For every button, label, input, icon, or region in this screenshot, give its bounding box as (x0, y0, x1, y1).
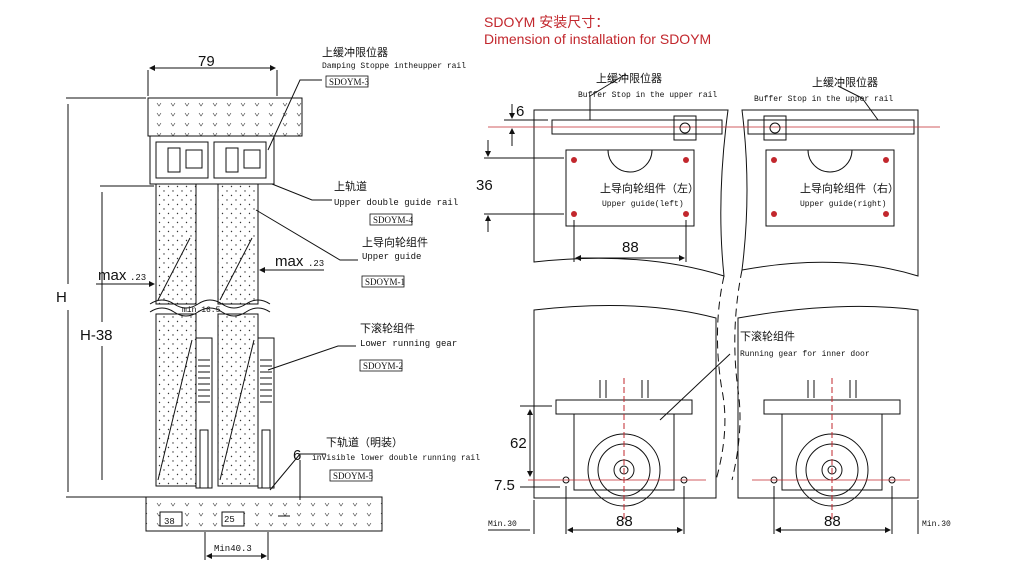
dim-38: 38 (164, 517, 175, 527)
svg-text:上轨道: 上轨道 (334, 179, 367, 193)
left-section-drawing (66, 65, 383, 560)
buffer-left-cn: 上缓冲限位器 (596, 71, 662, 85)
running-gear-cn: 下滚轮组件 (740, 329, 795, 343)
guide-right-cn: 上导向轮组件（右） (800, 181, 899, 195)
svg-text:下滚轮组件: 下滚轮组件 (360, 321, 415, 335)
dim-88-bottom-right: 88 (824, 513, 841, 530)
dim-max-left-val: .23 (130, 273, 146, 283)
running-gear-en: Running gear for inner door (740, 350, 870, 359)
dim-min-40-3: Min40.3 (214, 544, 252, 554)
dim-6-left: 6 (293, 447, 301, 464)
guide-left-cn: 上导向轮组件（左） (600, 181, 699, 195)
svg-text:SDOYM-4: SDOYM-4 (373, 215, 414, 225)
label-upper-rail: 上轨道 Upper double guide rail SDOYM-4 (334, 179, 458, 226)
dim-36: 36 (476, 177, 493, 194)
svg-text:SDOYM-3: SDOYM-3 (329, 77, 370, 87)
svg-text:Lower running gear: Lower running gear (360, 339, 457, 349)
dim-7-5: 7.5 (494, 477, 515, 494)
svg-text:上缓冲限位器: 上缓冲限位器 (322, 45, 388, 59)
svg-text:Upper guide: Upper guide (362, 252, 421, 262)
svg-text:上导向轮组件: 上导向轮组件 (362, 235, 428, 249)
dim-h-38: H-38 (80, 327, 113, 344)
dim-25: 25 (224, 515, 235, 525)
dim-max-right-val: .23 (308, 259, 324, 269)
buffer-right-en: Buffer Stop in the upper rail (754, 95, 893, 104)
dim-79: 79 (198, 53, 215, 70)
svg-text:SDOYM-2: SDOYM-2 (363, 361, 403, 371)
right-elevation-drawing (484, 73, 940, 534)
title-en: Dimension of installation for SDOYM (484, 31, 711, 47)
svg-text:Upper double guide rail: Upper double guide rail (334, 198, 458, 208)
label-upper-guide: 上导向轮组件 Upper guide SDOYM-1 (361, 235, 428, 288)
svg-text:inVisible lower double running: inVisible lower double running rail (312, 454, 480, 463)
dim-max-right: max (275, 253, 304, 270)
guide-left-en: Upper guide(left) (602, 200, 684, 209)
dim-62: 62 (510, 435, 527, 452)
svg-text:下轨道（明装）: 下轨道（明装） (326, 435, 403, 449)
label-damping-stop: 上缓冲限位器 Damping Stoppe intheupper rail SD… (322, 45, 466, 88)
dim-h: H (56, 289, 67, 306)
dim-min30-right: Min.30 (922, 520, 951, 529)
dim-6-right: 6 (516, 103, 524, 120)
buffer-left-en: Buffer Stop in the upper rail (578, 91, 717, 100)
title-cn: SDOYM 安装尺寸： (484, 14, 609, 30)
svg-text:SDOYM-1: SDOYM-1 (365, 277, 405, 287)
dim-88-bottom-left: 88 (616, 513, 633, 530)
dim-max-left: max (98, 267, 127, 284)
label-lower-running-gear: 下滚轮组件 Lower running gear SDOYM-2 (359, 321, 457, 372)
dim-min-16-5: min.16.5 (182, 306, 221, 315)
svg-text:Damping Stoppe intheupper rail: Damping Stoppe intheupper rail (322, 62, 466, 71)
dim-min30-left: Min.30 (488, 520, 517, 529)
buffer-right-cn: 上缓冲限位器 (812, 75, 878, 89)
svg-text:SDOYM-5: SDOYM-5 (333, 471, 374, 481)
guide-right-en: Upper guide(right) (800, 200, 886, 209)
label-lower-rail: 下轨道（明装） inVisible lower double running r… (312, 435, 480, 482)
dim-88-top: 88 (622, 239, 639, 256)
